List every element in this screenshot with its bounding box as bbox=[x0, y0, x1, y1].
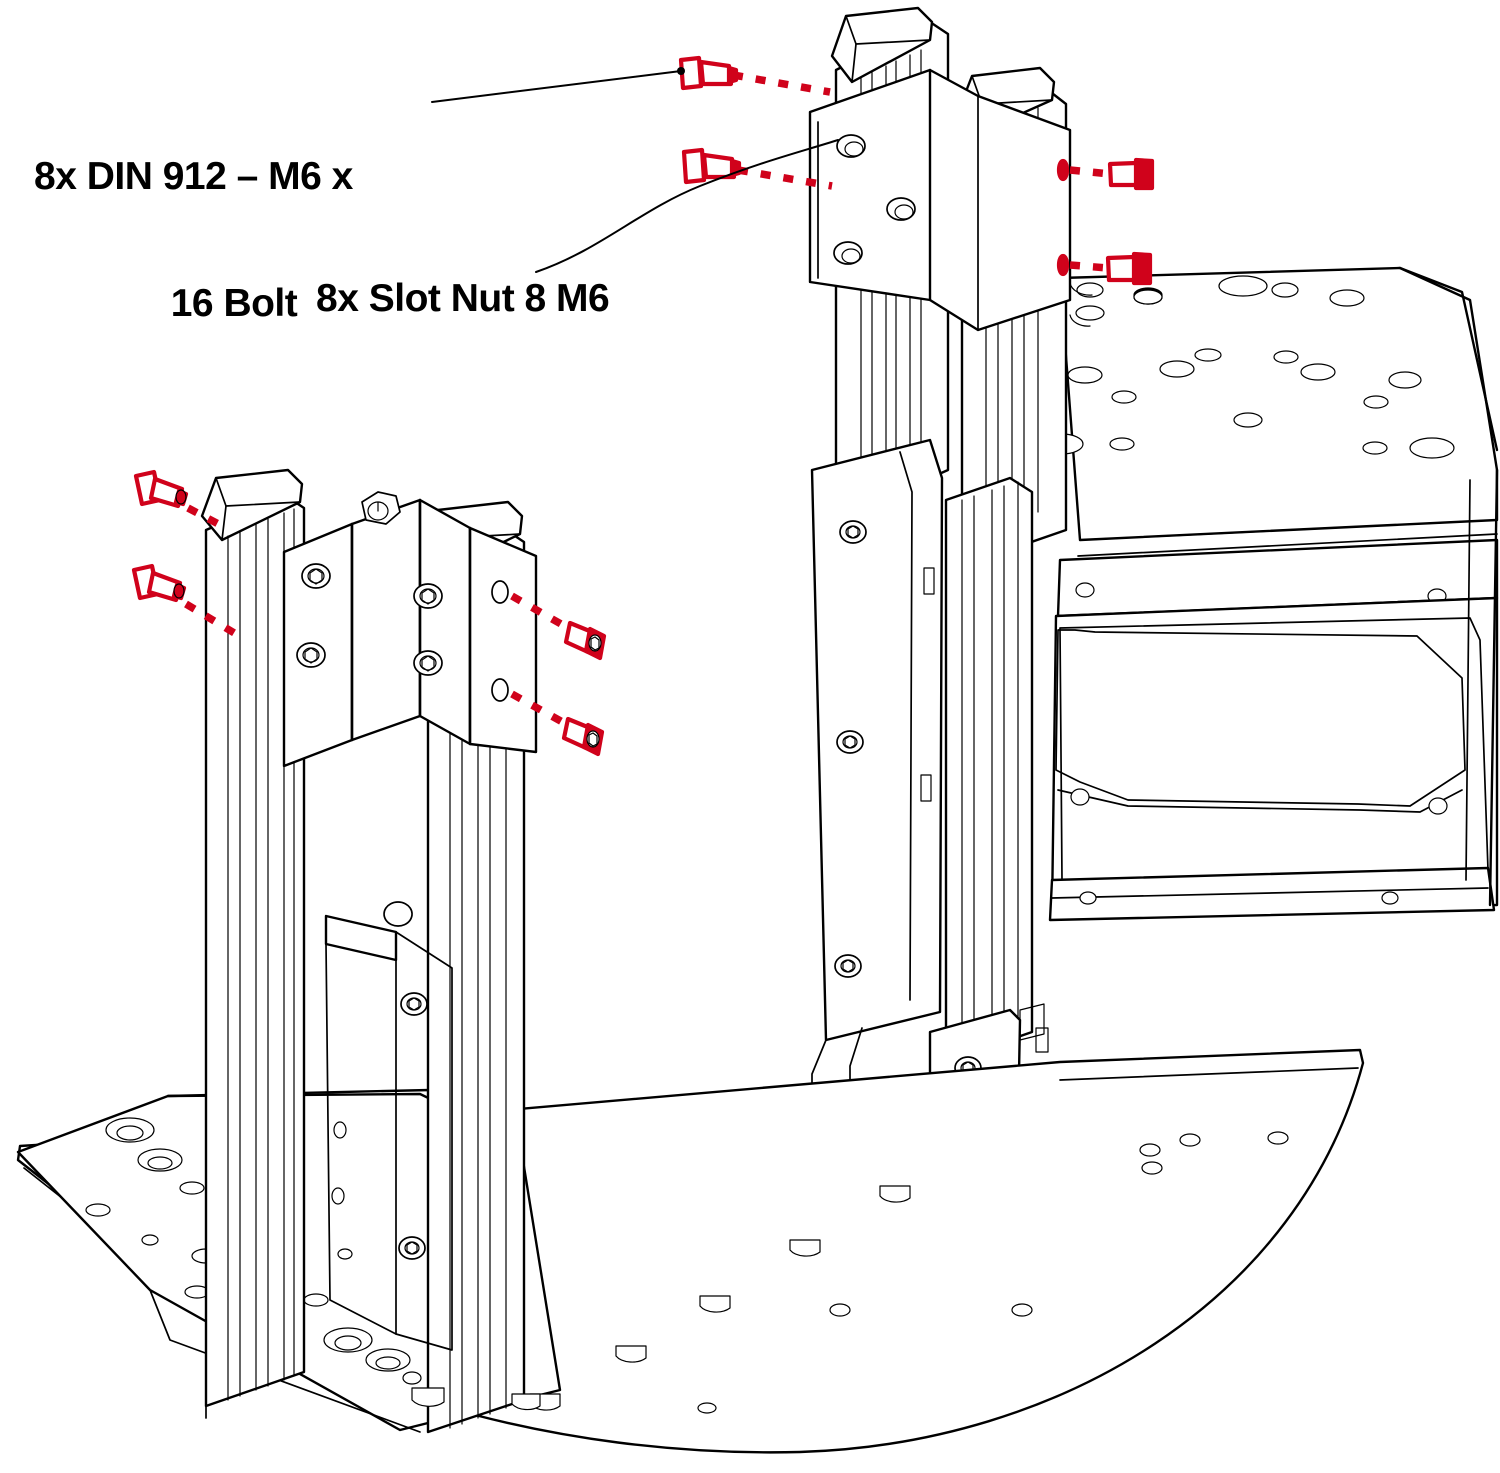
left-extrusion-tower bbox=[200, 468, 541, 1434]
installed-socket-screw bbox=[296, 563, 443, 676]
socket-screw bbox=[834, 520, 867, 978]
perforated-side-panel bbox=[1040, 266, 1499, 922]
bolt-rt-4 bbox=[1069, 251, 1153, 286]
bracket-hole bbox=[833, 134, 916, 265]
bolt-rt-3 bbox=[1069, 157, 1155, 191]
leader-line-bolt bbox=[431, 67, 685, 103]
bolt-lt-2 bbox=[131, 563, 238, 638]
bolt-rt-2 bbox=[681, 147, 833, 190]
leader-line-slot-nut bbox=[535, 139, 839, 273]
slot-nut-callout-label: 8x Slot Nut 8 M6 bbox=[316, 277, 610, 320]
bolt-rt-1 bbox=[678, 55, 831, 96]
bolt-lt-3 bbox=[510, 592, 607, 661]
bolt-callout-line-2: 16 Bolt bbox=[170, 281, 298, 325]
bolt-callout-line-1: 8x DIN 912 – M6 x bbox=[34, 155, 353, 199]
hex-nut bbox=[361, 491, 401, 525]
bolt-lt-4 bbox=[510, 690, 605, 757]
bracket-hole bbox=[491, 580, 509, 702]
bolt-lt-1 bbox=[133, 469, 228, 532]
bolt-callout-label: 8x DIN 912 – M6 x 16 Bolt bbox=[34, 72, 434, 409]
